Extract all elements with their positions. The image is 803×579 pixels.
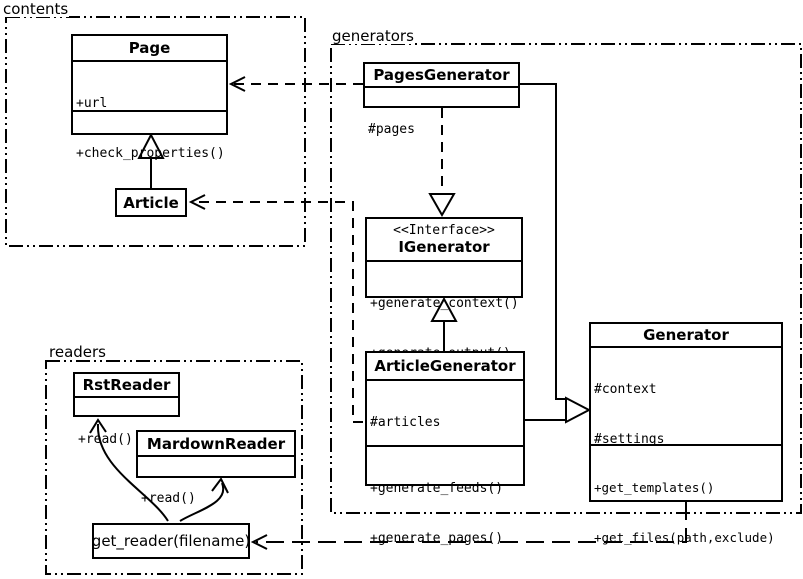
- arrow-getreader-to-mardownreader: [179, 477, 229, 522]
- generalization-article-to-page: [137, 132, 165, 188]
- method: +read(): [78, 432, 133, 447]
- package-label-contents: contents: [2, 0, 70, 18]
- generalization-articlegenerator-to-generator: [525, 396, 592, 424]
- method: +generate_feeds(): [370, 481, 504, 496]
- class-box-rstreader: RstReader +read(): [73, 372, 180, 447]
- class-box-generator: Generator #context #settings #path #them…: [589, 322, 783, 545]
- realization-articlegenerator-to-igenerator: [430, 296, 458, 351]
- package-label-generators: generators: [331, 27, 415, 45]
- attribute: #articles: [370, 415, 441, 430]
- class-title-igenerator: <<Interface>> IGenerator: [367, 219, 521, 262]
- method: +check_properties(): [76, 146, 225, 161]
- class-methods-generator: +get_templates() +get_files(path,exclude…: [591, 446, 781, 579]
- package-label-readers: readers: [48, 343, 107, 361]
- class-title-article: Article: [123, 193, 179, 212]
- package-border-generators: [330, 43, 802, 514]
- class-methods-mardownreader: +read(): [138, 457, 294, 541]
- class-title-generator: Generator: [591, 324, 781, 348]
- class-box-mardownreader: MardownReader +read(): [136, 430, 296, 506]
- method: +generate_pages(): [370, 530, 504, 546]
- dependency-articlegenerator-to-article: [188, 194, 363, 423]
- class-title-articlegenerator: ArticleGenerator: [367, 353, 523, 381]
- class-attributes-generator: #context #settings #path #theme #output_…: [591, 348, 781, 446]
- package-border-contents: [5, 16, 306, 247]
- attribute: #settings: [594, 431, 665, 446]
- method: +get_templates(): [594, 480, 715, 495]
- class-methods-rstreader: +read(): [75, 398, 178, 482]
- method: +generate_context(): [370, 296, 519, 311]
- class-attributes-page: +url +slug +summary: [73, 62, 226, 112]
- attribute: #pages: [368, 122, 415, 137]
- class-box-page: Page +url +slug +summary +check_properti…: [71, 34, 228, 161]
- dependency-generator-to-getreader: [250, 502, 687, 550]
- class-title-text: IGenerator: [398, 238, 490, 256]
- class-methods-articlegenerator: +generate_feeds() +generate_pages(): [367, 447, 523, 579]
- class-box-igenerator: <<Interface>> IGenerator +generate_conte…: [365, 217, 523, 361]
- class-box-article: Article: [115, 188, 187, 217]
- class-title-pagesgenerator: PagesGenerator: [365, 64, 518, 88]
- class-title-mardownreader: MardownReader: [138, 432, 294, 457]
- class-methods-page: +check_properties(): [73, 112, 226, 196]
- class-stereotype: <<Interface>>: [393, 223, 495, 238]
- class-box-articlegenerator: ArticleGenerator #articles #dates #tags …: [365, 351, 525, 546]
- method: +read(): [141, 491, 196, 506]
- dependency-pagesgenerator-to-page: [228, 76, 363, 92]
- class-attributes-articlegenerator: #articles #dates #tags #categories: [367, 381, 523, 447]
- method: +get_files(path,exclude): [594, 529, 775, 545]
- class-title-page: Page: [73, 36, 226, 62]
- package-border-readers: [45, 360, 303, 575]
- realization-pagesgenerator-to-igenerator: [428, 108, 456, 218]
- attribute: #context: [594, 382, 657, 397]
- class-title-rstreader: RstReader: [75, 374, 178, 398]
- function-label: get_reader(filename): [91, 532, 251, 550]
- attribute: +url: [76, 96, 108, 111]
- function-box-get-reader: get_reader(filename): [92, 523, 250, 559]
- class-box-pagesgenerator: PagesGenerator #pages: [363, 62, 520, 137]
- class-attributes-pagesgenerator: #pages: [365, 88, 518, 172]
- arrow-getreader-to-rstreader: [89, 418, 169, 522]
- generalization-pagesgenerator-to-generator: [520, 83, 566, 400]
